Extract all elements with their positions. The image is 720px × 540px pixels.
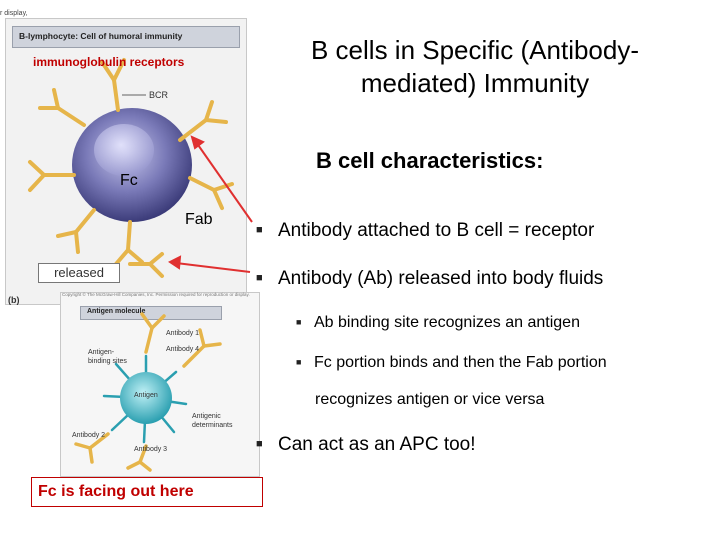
antibody-3-shape — [126, 444, 152, 472]
antibody-3-label: Antibody 3 — [134, 446, 168, 453]
bullet-square-icon: ■ — [256, 272, 263, 284]
figure-header-text: B-lymphocyte: Cell of humoral immunity — [19, 31, 183, 41]
subbullet-fc-portion: ■ Fc portion binds and then the Fab porti… — [296, 354, 607, 372]
fab-label: Fab — [185, 211, 213, 228]
arrowhead-released — [168, 255, 182, 270]
receptor-antibody-top — [100, 58, 126, 112]
antibody-2-shape — [74, 432, 110, 464]
subbullet-binding-site-text: Ab binding site recognizes an antigen — [314, 314, 580, 331]
subbullet-fc-portion-continued: recognizes antigen or vice versa — [315, 391, 545, 408]
bullet-square-icon: ■ — [256, 224, 263, 236]
receptor-antibody-left — [28, 160, 76, 192]
antigen-label: Antigen — [134, 392, 158, 399]
antigenic-determinants-label: Antigenic determinants — [192, 413, 233, 429]
released-label: released — [38, 263, 120, 283]
bullet-receptor: ■ Antibody attached to B cell = receptor — [256, 220, 594, 242]
receptor-antibody-bottom — [114, 220, 144, 266]
released-antibody — [128, 252, 164, 278]
antibody-1-shape — [140, 312, 166, 354]
arrowhead-receptor — [190, 135, 205, 150]
arrow-to-released-bullet — [175, 262, 251, 273]
antigen-figure-header-text: Antigen molecule — [87, 308, 146, 315]
pointer-arrows — [168, 135, 253, 273]
antibody-4-label: Antibody 4 — [166, 346, 200, 353]
receptor-antibody-upper-right — [178, 100, 228, 142]
bullet-square-icon: ■ — [296, 357, 302, 367]
bcr-label: BCR — [149, 90, 169, 100]
slide-subtitle: B cell characteristics: — [316, 148, 544, 173]
immunoglobulin-receptors-label: immunoglobulin receptors — [33, 55, 185, 69]
arrow-to-receptor-bullet — [195, 141, 253, 223]
subbullet-binding-site: ■ Ab binding site recognizes an antigen — [296, 314, 580, 332]
b-cell — [72, 108, 192, 222]
fc-facing-out-note: Fc is facing out here — [31, 477, 263, 507]
figure-header: B-lymphocyte: Cell of humoral immunity — [12, 26, 240, 48]
receptor-antibody-right — [188, 176, 234, 210]
panel-b-label: (b) — [8, 295, 20, 305]
bullet-square-icon: ■ — [256, 438, 263, 450]
fc-label: Fc — [120, 172, 138, 189]
subbullet-fc-portion-text: Fc portion binds and then the Fab portio… — [314, 354, 607, 371]
bullet-receptor-text: Antibody attached to B cell = receptor — [278, 220, 595, 241]
antigen-figure-header: Antigen molecule — [80, 306, 222, 320]
binding-sites-label: Antigen-binding sites — [88, 349, 127, 365]
antigen-illustration — [102, 354, 188, 444]
receptor-antibody-lower-left — [56, 208, 96, 254]
bullet-square-icon: ■ — [296, 317, 302, 327]
antibody-1-label: Antibody 1 — [166, 330, 200, 337]
bullet-apc-text: Can act as an APC too! — [278, 434, 476, 455]
antibody-2-label: Antibody 2 — [72, 432, 106, 439]
fc-facing-out-text: Fc is facing out here — [38, 483, 194, 500]
corner-caption: r display, — [0, 10, 28, 17]
bullet-apc: ■ Can act as an APC too! — [256, 434, 476, 456]
slide-title: B cells in Specific (Antibody-mediated) … — [310, 35, 640, 98]
bullet-released: ■ Antibody (Ab) released into body fluids — [256, 268, 603, 290]
antibody-4-shape — [182, 328, 222, 368]
receptor-antibody-upper-left — [38, 88, 86, 127]
bullet-released-text: Antibody (Ab) released into body fluids — [278, 268, 604, 289]
copyright-line: Copyright © The McGraw-Hill Companies, I… — [62, 292, 250, 297]
